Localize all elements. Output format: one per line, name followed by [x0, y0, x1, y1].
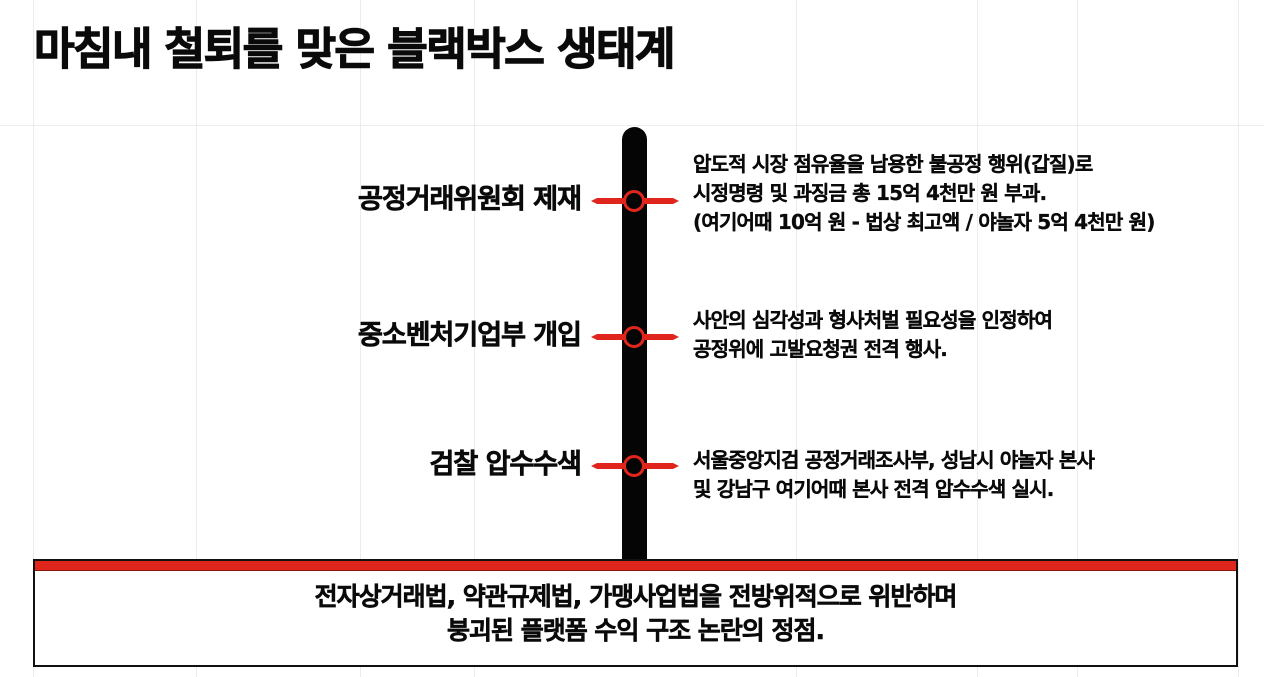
red-ring-dot-icon — [623, 190, 645, 212]
grid-line — [0, 125, 1264, 126]
description-line: 공정위에 고발요청권 전격 행사. — [693, 337, 948, 361]
description-line: 시정명령 및 과징금 총 15억 4천만 원 부과. — [693, 181, 1047, 205]
timeline-marker — [591, 454, 679, 478]
summary-text: 전자상거래법, 약관규제법, 가맹사업법을 전방위적으로 위반하며 붕괴된 플랫… — [35, 580, 1236, 648]
summary-box: 전자상거래법, 약관규제법, 가맹사업법을 전방위적으로 위반하며 붕괴된 플랫… — [33, 559, 1238, 667]
event-description-mss-intervention: 사안의 심각성과 형사처벌 필요성을 인정하여 공정위에 고발요청권 전격 행사… — [693, 306, 1053, 364]
grid-line — [196, 0, 197, 677]
event-description-prosecution-raid: 서울중앙지검 공정거래조사부, 성남시 야놀자 본사 및 강남구 여기어때 본사… — [693, 446, 1095, 504]
grid-line — [474, 0, 475, 677]
event-label-mss-intervention: 중소벤처기업부 개입 — [358, 320, 583, 352]
event-label-ftc-sanction: 공정거래위원회 제재 — [358, 184, 583, 216]
grid-line — [796, 0, 797, 677]
description-line: 압도적 시장 점유율을 남용한 불공정 행위(갑질)로 — [693, 152, 1094, 176]
description-line: (여기어때 10억 원 - 법상 최고액 / 야놀자 5억 4천만 원) — [693, 210, 1156, 234]
timeline-marker — [591, 325, 679, 349]
grid-line — [360, 0, 361, 677]
event-label-prosecution-raid: 검찰 압수수색 — [429, 449, 582, 481]
event-description-ftc-sanction: 압도적 시장 점유율을 남용한 불공정 행위(갑질)로 시정명령 및 과징금 총… — [693, 150, 1156, 237]
grid-line — [1238, 0, 1239, 677]
summary-line: 붕괴된 플랫폼 수익 구조 논란의 정점. — [446, 616, 826, 646]
red-ring-dot-icon — [623, 455, 645, 477]
summary-line: 전자상거래법, 약관규제법, 가맹사업법을 전방위적으로 위반하며 — [314, 582, 957, 612]
grid-line — [1077, 0, 1078, 677]
description-line: 서울중앙지검 공정거래조사부, 성남시 야놀자 본사 — [693, 448, 1095, 472]
page-title: 마침내 철퇴를 맞은 블랙박스 생태계 — [33, 23, 676, 75]
grid-line — [33, 0, 34, 677]
timeline-marker — [591, 189, 679, 213]
red-ring-dot-icon — [623, 326, 645, 348]
summary-accent-stripe — [35, 561, 1236, 571]
description-line: 사안의 심각성과 형사처벌 필요성을 인정하여 — [693, 308, 1053, 332]
grid-line — [977, 0, 978, 677]
description-line: 및 강남구 여기어때 본사 전격 압수수색 실시. — [693, 477, 1055, 501]
